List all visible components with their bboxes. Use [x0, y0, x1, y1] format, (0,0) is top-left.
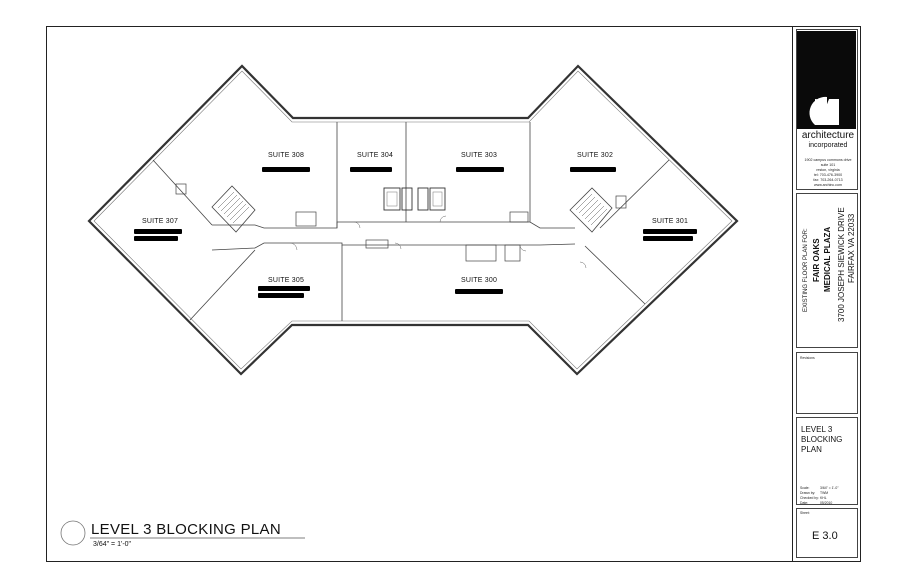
redacted-tenant-302	[570, 167, 616, 172]
firm-address-line: 1902 campus commons drive	[804, 158, 852, 162]
project-label: EXISTING FLOOR PLAN FOR:	[803, 228, 809, 312]
redacted-tenant-307b	[134, 236, 178, 241]
partitions	[152, 122, 670, 321]
firm-subname: incorporated	[808, 142, 848, 149]
firm-address-line: reston, virginia	[816, 168, 840, 172]
meta-drawn-value: TWM	[820, 491, 829, 495]
project-name-1: FAIR OAKS	[812, 238, 821, 282]
plan-title-bubble	[60, 520, 86, 546]
meta-checked-label: Checked by:	[800, 496, 819, 500]
sheet-title-line: LEVEL 3	[801, 425, 833, 434]
firm-address-line: suite 101	[820, 163, 836, 167]
redacted-tenant-305b	[258, 293, 304, 298]
firm-name: architecture	[801, 130, 855, 141]
corridor	[211, 221, 576, 251]
suite-label-300: SUITE 300	[461, 277, 498, 284]
title-block-logo-cell	[796, 29, 858, 190]
suite-label-301: SUITE 301	[652, 218, 689, 225]
building-outline	[87, 64, 739, 376]
door-swings	[289, 215, 587, 269]
meta-date-value: 05/2010	[820, 501, 833, 505]
drawing-sheet-border	[46, 26, 861, 562]
firm-logo	[797, 31, 856, 129]
stair-left	[217, 191, 250, 224]
revisions-label: Revisions	[800, 356, 815, 360]
sheet-title-line: BLOCKING	[801, 435, 843, 444]
title-block-sheet-title-cell	[796, 417, 858, 505]
redacted-tenant-308	[262, 167, 310, 172]
suite-label-302: SUITE 302	[577, 152, 614, 159]
meta-scale-value: 3/64" = 1'-0"	[820, 486, 839, 490]
meta-checked-value: KHL	[820, 496, 827, 500]
sheet-title: LEVEL 3 BLOCKING PLAN	[801, 425, 842, 455]
redacted-tenant-301a	[643, 229, 697, 234]
redacted-tenant-305a	[258, 286, 310, 291]
meta-drawn-label: Drawn by:	[800, 491, 816, 495]
firm-address-line: tel: 703-476-3900	[813, 173, 843, 177]
plan-title: LEVEL 3 BLOCKING PLAN	[91, 521, 281, 538]
plan-scale: 3/64" = 1'-0"	[93, 541, 132, 548]
redacted-tenant-301b	[643, 236, 693, 241]
suite-label-304: SUITE 304	[357, 152, 394, 159]
project-name-2: MEDICAL PLAZA	[823, 226, 832, 292]
meta-scale-label: Scale:	[800, 486, 810, 490]
title-block	[792, 26, 861, 562]
firm-address-line: www.archinc.com	[814, 183, 842, 187]
suite-label-308: SUITE 308	[268, 152, 305, 159]
stair-right	[575, 193, 608, 226]
redacted-tenant-307a	[134, 229, 182, 234]
title-block-project-cell	[796, 193, 858, 348]
meta-date-label: Date:	[800, 501, 809, 505]
elevator-cabs	[386, 191, 443, 207]
sheet-number: E 3.0	[812, 530, 838, 542]
redacted-tenant-303	[456, 167, 504, 172]
suite-label-303: SUITE 303	[461, 152, 498, 159]
project-address-2: FAIRFAX VA 22033	[847, 213, 856, 283]
title-block-sheet-number-cell	[796, 508, 858, 558]
building-inner-outline	[93, 70, 733, 370]
redacted-tenant-300	[455, 289, 503, 294]
elevators	[383, 187, 446, 211]
title-block-revisions-cell	[796, 352, 858, 414]
suite-label-305: SUITE 305	[268, 277, 305, 284]
sheet-label: Sheet:	[800, 511, 810, 515]
redacted-tenant-304	[350, 167, 392, 172]
firm-logo-icon	[809, 96, 839, 125]
project-address-1: 3700 JOSEPH SIEWICK DRIVE	[837, 207, 846, 322]
suite-label-307: SUITE 307	[142, 218, 179, 225]
core-rooms	[175, 183, 627, 262]
sheet-title-line: PLAN	[801, 445, 822, 454]
firm-address-line: fax: 703-264-0713	[813, 178, 843, 182]
